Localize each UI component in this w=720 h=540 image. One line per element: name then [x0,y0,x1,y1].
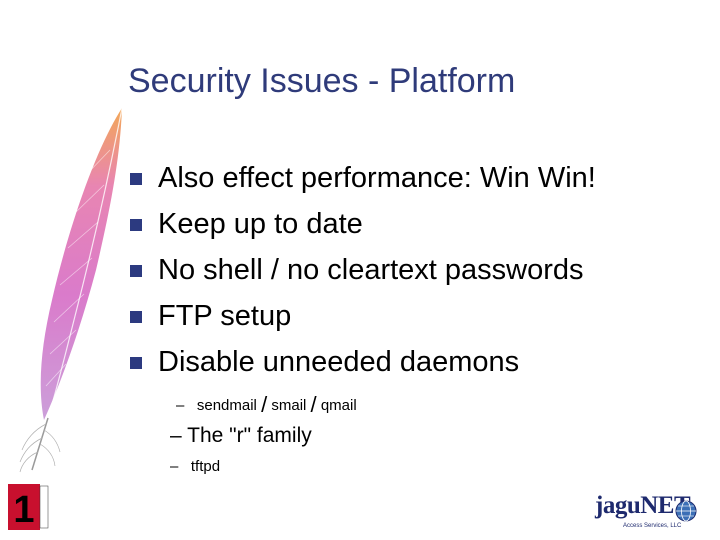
jagunet-logo-subtext: Access Services, LLC [623,523,682,529]
globe-icon [675,500,697,522]
qmail-text: qmail [320,397,357,414]
bullet-text: Also effect performance: Win Win! [158,162,596,194]
subitem-tftpd: – tftpd [170,458,220,475]
square-bullet-icon [130,311,142,323]
jagunet-logo: jaguNET Access Services, LLC [595,492,705,532]
subitem-mail-daemons: – sendmail / smail / qmail [176,392,357,418]
dash: – [170,424,182,447]
bullet-text: Keep up to date [158,208,363,240]
slide-title: Security Issues - Platform [128,62,516,100]
jagunet-logo-text: jaguNET [595,492,691,519]
square-bullet-icon [130,173,142,185]
dash: – [176,397,185,414]
left-logo: 1 [8,484,49,530]
dash: – [170,458,179,475]
tftpd-text: tftpd [190,458,221,475]
sendmail-text: sendmail [196,397,257,414]
slash: / [310,392,317,417]
bullet-text: FTP setup [158,300,292,332]
square-bullet-icon [130,357,142,369]
bullet-text: Disable unneeded daemons [158,346,520,378]
bullet-text: No shell / no cleartext passwords [158,254,584,286]
smail-text: smail [271,397,307,414]
r-family-text: The "r" family [187,424,312,447]
left-logo-number: 1 [13,489,34,530]
subitem-r-family: – The "r" family [170,424,312,448]
square-bullet-icon [130,219,142,231]
square-bullet-icon [130,265,142,277]
slash: / [261,392,268,417]
